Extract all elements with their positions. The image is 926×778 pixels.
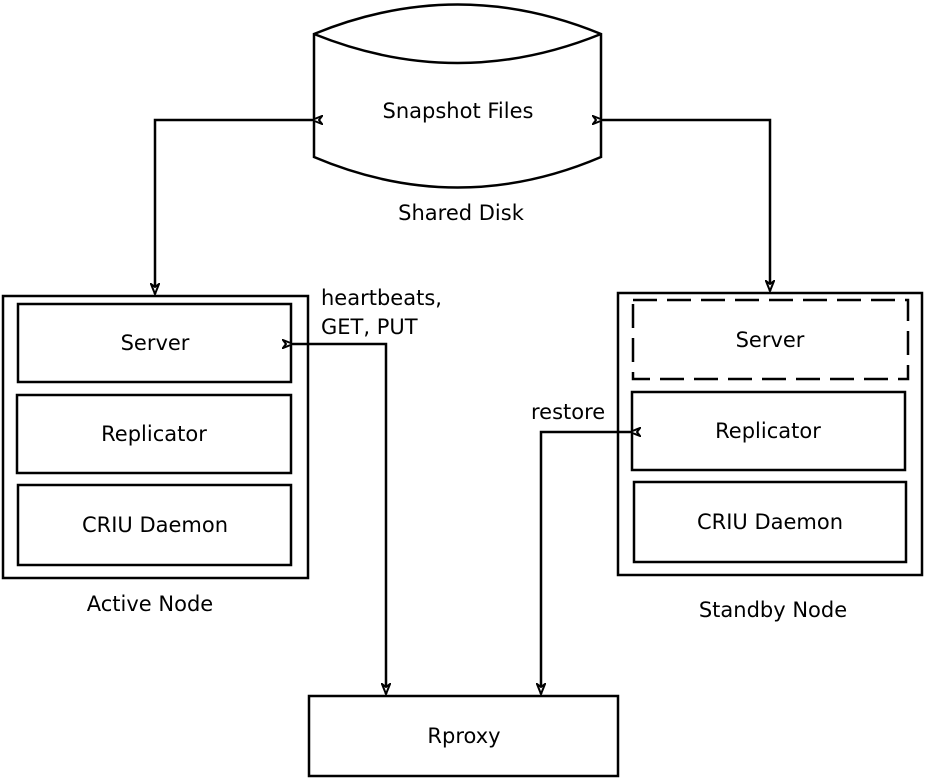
shared-disk-top-rim [313,32,602,65]
rproxy-box [307,694,620,778]
shared-disk-cylinder [312,3,603,189]
standby-node: Server Replicator CRIU Daemon Standby No… [616,291,924,622]
active-replicator-box [15,393,293,475]
standby-criu-label: CRIU Daemon [697,510,843,534]
snapshot-files-label: Snapshot Files [383,99,534,123]
active-criu-label: CRIU Daemon [82,513,228,537]
heartbeats-label-line1: heartbeats, [321,286,442,310]
heartbeats-label-line2: GET, PUT [321,315,418,339]
standby-criu-box [632,480,908,564]
restore-label: restore [531,400,605,424]
active-server-rproxy-connector [293,344,386,694]
standby-replicator-rproxy-connector [541,432,630,694]
active-node-caption: Active Node [87,592,213,616]
active-server-label: Server [121,331,190,355]
active-server-box [16,302,293,384]
rproxy: Rproxy [307,694,620,778]
standby-node-caption: Standby Node [699,598,847,622]
shared-disk-caption: Shared Disk [398,201,525,225]
rproxy-label: Rproxy [427,724,500,748]
active-node: Server Replicator CRIU Daemon Active Nod… [1,294,310,616]
standby-replicator-label: Replicator [715,419,821,443]
standby-server-box [631,298,910,381]
shared-disk: Snapshot Files Shared Disk [312,3,603,225]
standby-server-label: Server [736,328,805,352]
active-replicator-label: Replicator [101,422,207,446]
disk-active-connector [155,120,312,294]
disk-standby-connector [603,120,770,291]
